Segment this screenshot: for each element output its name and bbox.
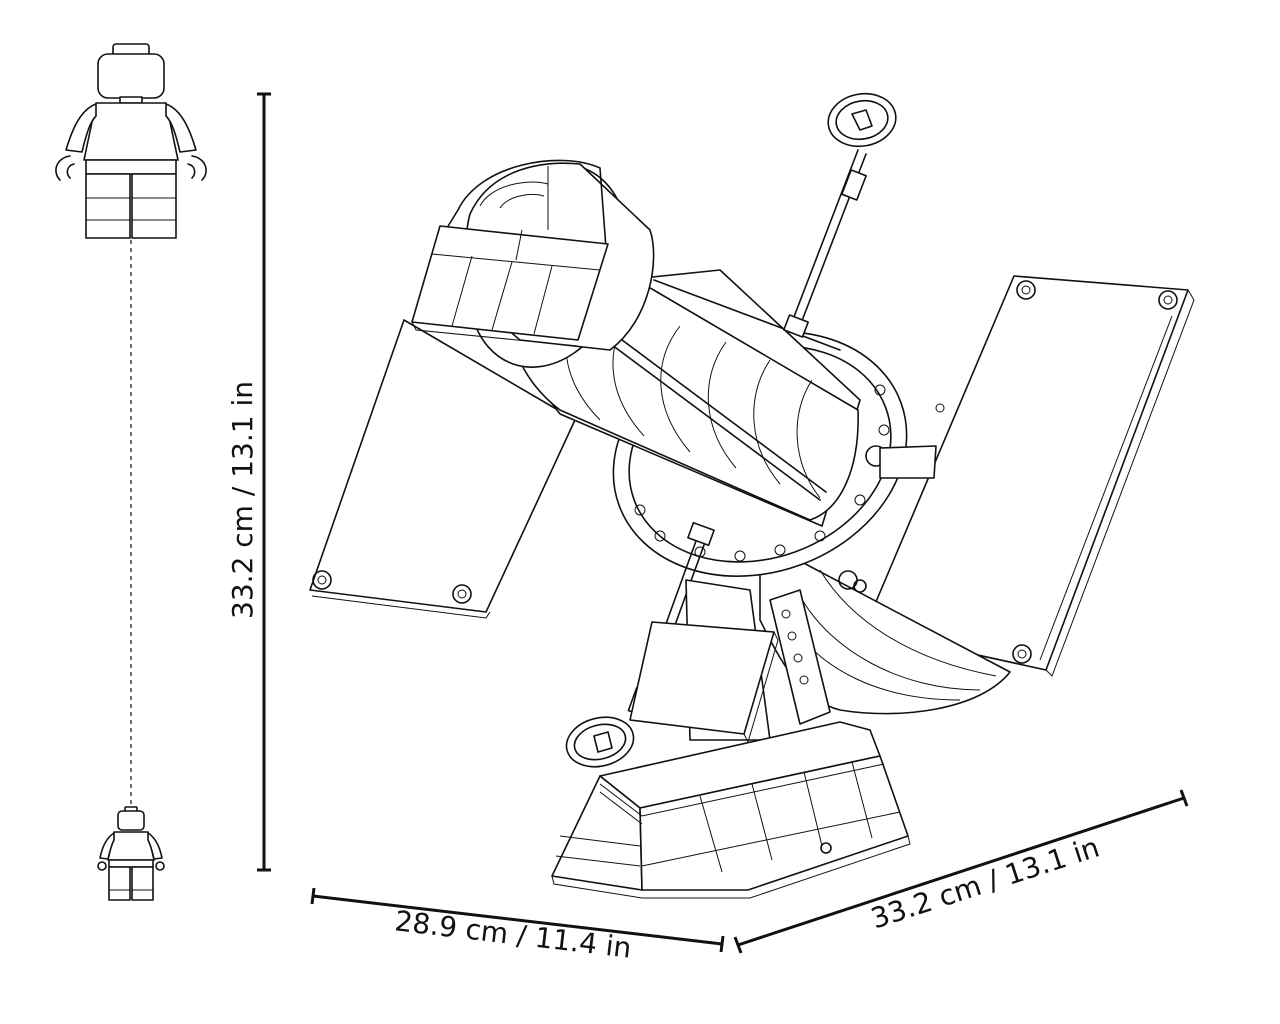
- telescope-model: [309, 92, 1195, 899]
- height-label: 33.2 cm / 13.1 in: [226, 381, 259, 619]
- antenna-lower: [565, 521, 715, 768]
- minifigure-large: [55, 43, 207, 239]
- minifigure-small: [97, 806, 165, 901]
- antenna-upper: [782, 92, 897, 338]
- solar-panel-right: [863, 275, 1195, 677]
- solar-panel-left: [309, 319, 576, 619]
- side-connector: [879, 403, 945, 479]
- info-plaque: [629, 621, 779, 744]
- width-label: 28.9 cm / 11.4 in: [393, 904, 633, 965]
- telescope-aft-tube: [759, 539, 1011, 715]
- height-dimension-line: [257, 92, 271, 872]
- width-dimension-line: [310, 887, 725, 953]
- display-base: [551, 721, 911, 899]
- depth-dimension-line: [733, 789, 1189, 954]
- telescope-aperture: [411, 159, 655, 368]
